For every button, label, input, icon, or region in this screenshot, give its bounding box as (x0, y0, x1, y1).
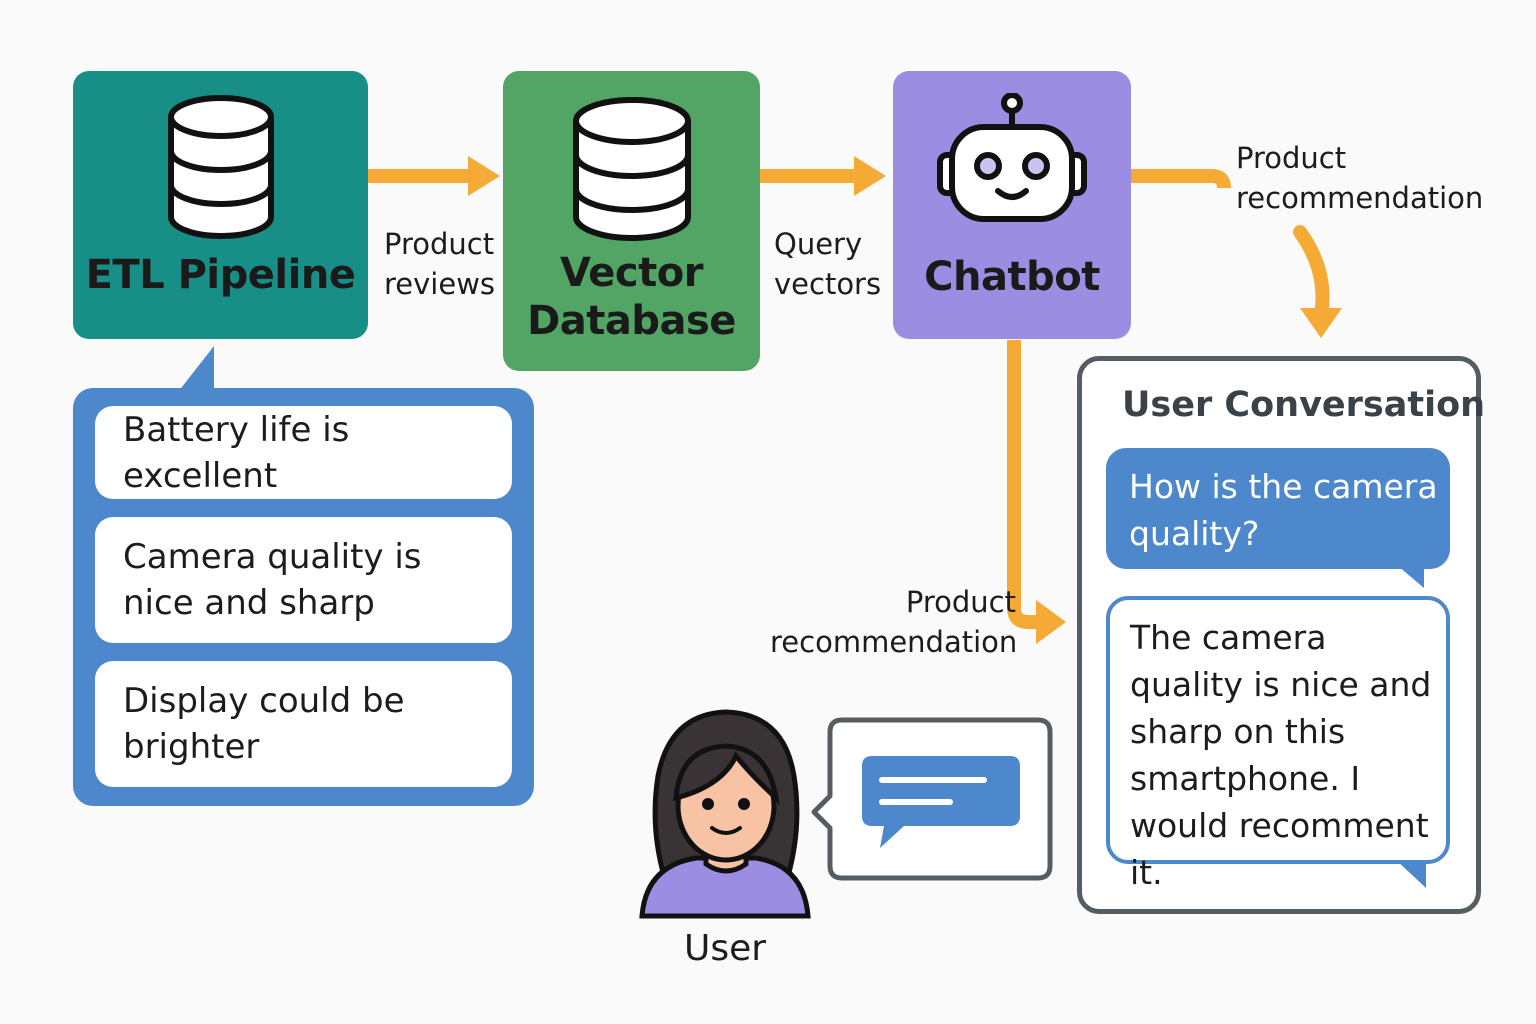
edge-label-line: recommendation (770, 625, 1018, 659)
edge-label-line: Product (1236, 141, 1347, 175)
edge-label-product-recommendation-bottom: Product recommendation (770, 582, 1018, 662)
edge-label-product-recommendation-top: Product recommendation (1236, 138, 1483, 218)
review-text: Display could be brighter (123, 681, 405, 767)
edge-label-line: Product (384, 227, 495, 261)
review-text: Battery life is excellent (123, 409, 350, 496)
chatbot-label: Chatbot (924, 254, 1100, 300)
arrow-down-to-conversation (1293, 225, 1342, 338)
etl-pipeline-node: ETL Pipeline (73, 71, 368, 339)
user-conversation-title: User Conversation (1122, 385, 1486, 425)
etl-pipeline-label: ETL Pipeline (85, 252, 356, 298)
edge-label-line: reviews (384, 267, 496, 301)
vector-database-node: Vector Database (503, 71, 760, 371)
vector-database-label: Vector Database (527, 249, 736, 345)
edge-label-line: Product (905, 585, 1016, 619)
vector-database-label-line1: Vector (560, 250, 703, 296)
arrow-chatbot-to-right-stub (1131, 169, 1231, 189)
edge-label-product-reviews: Product reviews (384, 224, 495, 304)
user-avatar-icon (639, 709, 811, 919)
edge-label-query-vectors: Query vectors (774, 224, 881, 304)
review-item: Camera quality is nice and sharp (95, 517, 512, 643)
edge-label-line: Query (774, 227, 863, 261)
review-item: Display could be brighter (95, 661, 512, 787)
chat-bubble-icon (862, 756, 1020, 848)
arrow-chatbot-to-user (1007, 340, 1066, 644)
user-chat-bubble (811, 717, 1053, 881)
robot-icon (937, 93, 1087, 222)
edge-label-line: recommendation (1236, 181, 1484, 215)
bot-reply-text: The camera quality is nice and sharp on … (1130, 618, 1432, 892)
user-label: User (683, 928, 767, 969)
review-item: Battery life is excellent (95, 406, 512, 499)
vector-database-label-line2: Database (527, 298, 736, 344)
user-message-text: How is the camera quality? (1129, 467, 1438, 553)
edge-label-line: vectors (774, 267, 882, 301)
chatbot-node: Chatbot (893, 71, 1131, 339)
arrow-etl-to-db (368, 156, 500, 196)
database-icon (167, 95, 274, 239)
arrow-db-to-chatbot (760, 156, 886, 196)
review-text: Camera quality is nice and sharp (123, 537, 422, 623)
database-icon (572, 97, 691, 241)
